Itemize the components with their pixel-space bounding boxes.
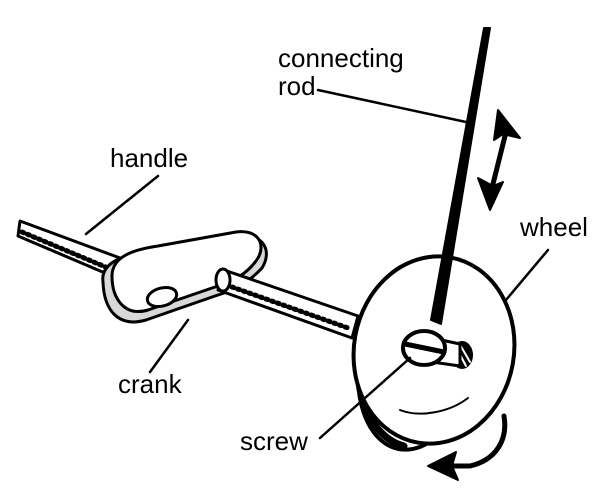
- label-handle: handle: [110, 143, 189, 173]
- leader-wheel: [504, 248, 550, 302]
- screw: [401, 329, 473, 369]
- label-connecting-rod-line1: connecting: [278, 43, 404, 73]
- leader-lines: [84, 88, 550, 440]
- connecting-rod: [430, 27, 491, 325]
- leader-screw: [318, 356, 412, 440]
- label-connecting-rod-line2: rod: [278, 71, 316, 101]
- label-crank: crank: [118, 369, 182, 399]
- label-screw: screw: [240, 426, 308, 456]
- rotation-arrow-icon: [427, 413, 508, 481]
- label-connecting-rod: connecting rod: [278, 44, 404, 100]
- leader-crank: [148, 318, 190, 374]
- handle: [16, 219, 122, 278]
- axle: [214, 267, 360, 340]
- up-down-arrow-icon: [477, 109, 521, 211]
- leader-connecting-rod: [316, 88, 468, 124]
- leader-handle: [84, 174, 160, 236]
- crank: [101, 230, 268, 324]
- label-wheel: wheel: [520, 212, 588, 242]
